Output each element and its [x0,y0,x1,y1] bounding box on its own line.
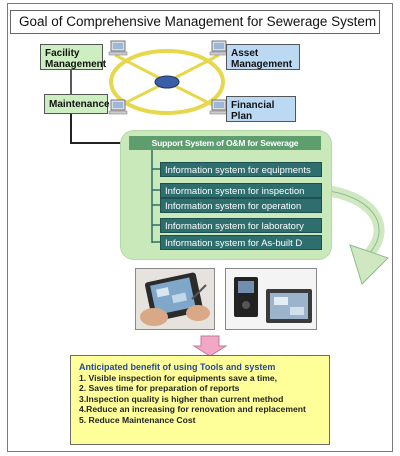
info-system-as-built: Information system for As-built D [160,235,322,250]
info-system-operation: Information system for operation [160,198,322,213]
device-photo [225,268,317,330]
asset-management-box: Asset Management [226,44,300,70]
connector-arrow [70,114,124,144]
facility-management-box: Facility Management [40,44,106,70]
benefit-item: 1. Visible inspection for equipments sav… [79,372,278,383]
info-system-inspection: Information system for inspection [160,183,322,198]
curved-arrow-head [349,244,389,285]
network-ring [109,49,225,115]
financial-plan-box: Financial Plan [226,96,296,122]
benefit-item: 3.Inspection quality is higher than curr… [79,393,284,404]
maintenance-box: Maintenance [44,94,110,114]
benefits-heading: Anticipated benefit of using Tools and s… [79,362,276,372]
tablet-photo [135,268,215,330]
benefit-item: 4.Reduce an increasing for renovation an… [79,404,306,414]
computer-icon [108,99,128,115]
computer-icon [108,40,128,56]
down-arrow-icon [192,335,228,357]
diagram-title: Goal of Comprehensive Management for Sew… [10,10,380,34]
benefits-box: Anticipated benefit of using Tools and s… [70,355,330,445]
benefit-item: 2. Saves time for preparation of reports [79,383,240,393]
info-system-laboratory: Information system for laboratory [160,218,322,233]
info-system-equipments: Information system for equipments [160,162,322,177]
router-icon [154,75,180,89]
support-system-title: Support System of O&M for Sewerage [129,136,321,150]
benefit-item: 5. Reduce Maintenance Cost [79,414,196,425]
outer-frame [7,3,393,452]
